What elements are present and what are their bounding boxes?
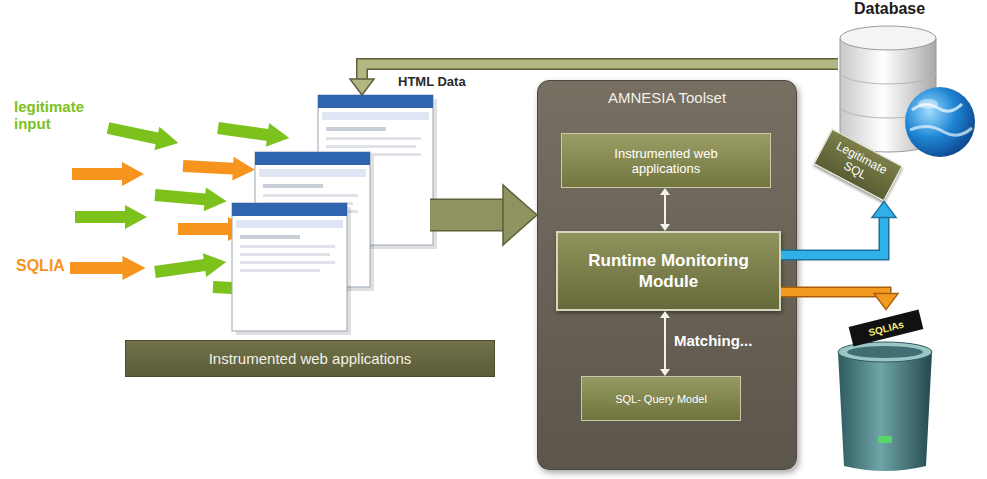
- input-label: legitimate input: [14, 98, 114, 133]
- node-text: Database: [854, 0, 925, 18]
- legitimate-arrow: [106, 116, 181, 154]
- trash-bin: [838, 342, 932, 471]
- legitimate-arrow: [153, 250, 228, 284]
- attack-arrow: [72, 162, 144, 186]
- attack-tag: SQLIAs: [849, 310, 924, 347]
- node-text: Instrumented web applications: [125, 340, 495, 377]
- edge-label: HTML Data: [398, 74, 466, 89]
- connector-arrow: [781, 292, 898, 310]
- node-text: Runtime Monitoring Module: [572, 250, 765, 293]
- database-cylinder: Database: [838, 24, 938, 154]
- node-text: Instrumented web applications: [582, 146, 750, 176]
- edge-label: Matching...: [674, 332, 752, 349]
- toolset-container: AMNESIA ToolsetInstrumented web applicat…: [537, 80, 797, 470]
- legitimate-arrow: [216, 116, 291, 150]
- web-app-band: Instrumented web applications: [125, 95, 430, 377]
- legitimate-arrow: [154, 183, 228, 213]
- node-text: SQL- Query Model: [615, 393, 707, 405]
- node-text: AMNESIA Toolset: [538, 81, 796, 106]
- legitimate-arrow: [75, 205, 147, 229]
- connector-arrow: [781, 201, 896, 255]
- attack-arrow: [182, 154, 255, 182]
- model-box: SQL- Query Model: [581, 376, 741, 421]
- process-box: Instrumented web applications: [561, 133, 771, 188]
- browser-windows: [232, 95, 437, 335]
- attack-arrow: [70, 256, 146, 280]
- connector-arrow: [430, 185, 537, 245]
- database-shape: [838, 24, 938, 154]
- monitor-box: Runtime Monitoring Module: [556, 231, 781, 311]
- browser-window: [232, 203, 351, 335]
- input-label: SQLIA: [16, 257, 96, 275]
- node-text: SQLIAs: [867, 318, 905, 337]
